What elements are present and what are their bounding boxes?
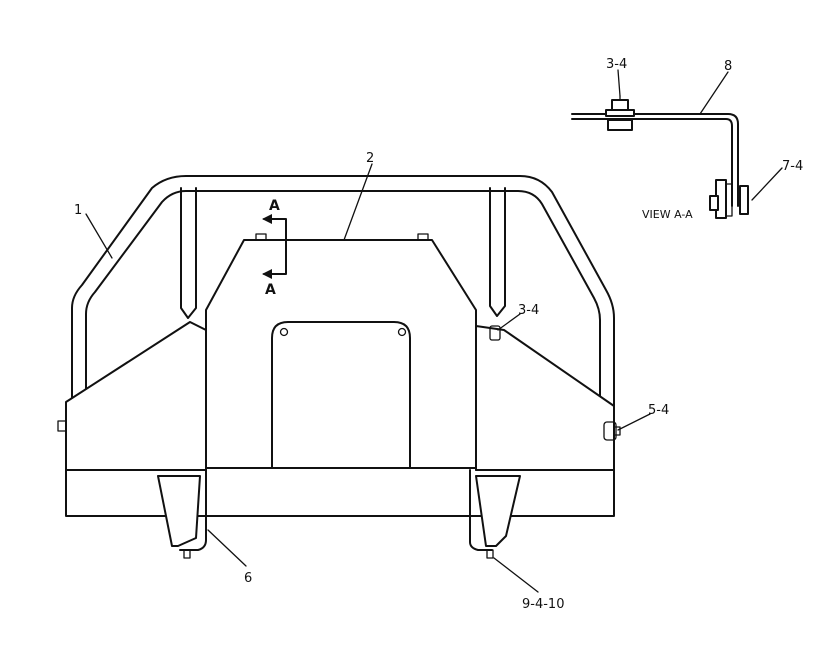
callout-8: 8 xyxy=(724,59,732,74)
callout-3-top: 3-4 xyxy=(606,57,627,72)
side-bolts xyxy=(57,325,621,441)
guard-rail xyxy=(71,175,615,409)
left-foot-bracket xyxy=(157,469,207,559)
rail-posts xyxy=(180,187,506,319)
right-wing-panel xyxy=(475,325,615,471)
callout-2: 2 xyxy=(366,151,374,166)
callout-1: 1 xyxy=(74,203,82,218)
base-box xyxy=(65,467,615,517)
callout-3-right: 3-4 xyxy=(518,303,539,318)
right-foot-bracket xyxy=(469,469,521,559)
cover-plate xyxy=(205,233,477,469)
callout-5: 5-4 xyxy=(648,403,669,418)
view-label: VIEW A-A xyxy=(642,208,693,221)
view-aa-detail xyxy=(571,95,749,219)
leader-lines xyxy=(85,69,783,593)
section-marker: A A xyxy=(262,198,287,298)
callout-7: 7-4 xyxy=(782,159,803,174)
section-mark-bottom: A xyxy=(265,282,276,298)
callout-9: 9-4-10 xyxy=(522,597,564,612)
section-mark-top: A xyxy=(269,198,280,214)
callout-6: 6 xyxy=(244,571,252,586)
